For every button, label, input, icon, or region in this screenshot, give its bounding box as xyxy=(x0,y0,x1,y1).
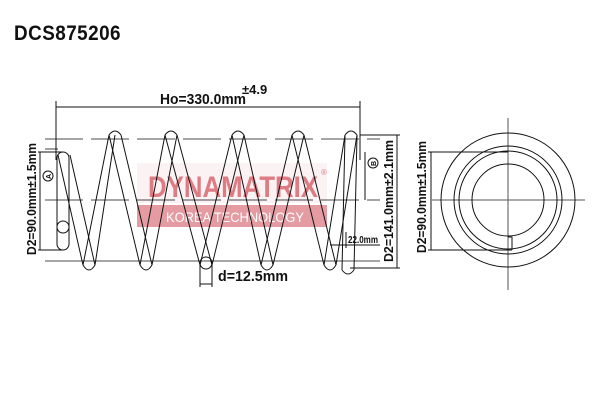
spring-side-view xyxy=(56,130,358,275)
wire-diameter-label: d=12.5mm xyxy=(218,268,288,285)
wire-diameter-dimension xyxy=(199,263,213,287)
svg-text:B: B xyxy=(371,161,378,166)
free-length-label: Ho=330.0mm xyxy=(160,91,246,108)
right-diameter-dimension xyxy=(350,134,400,269)
marker-b: B xyxy=(367,157,379,169)
left-diameter-dimension xyxy=(38,151,62,251)
watermark-brand: DYNAMATRIX xyxy=(148,171,318,204)
end-offset-dimension xyxy=(330,232,380,248)
marker-a: A xyxy=(42,170,54,182)
free-length-dimension xyxy=(55,101,361,160)
watermark-registered: ® xyxy=(321,168,327,177)
svg-text:A: A xyxy=(46,174,53,179)
free-length-tolerance: ±4.9 xyxy=(242,82,267,97)
right-diameter-label: D2=141.0mm±2.1mm xyxy=(381,140,396,262)
part-number-title: DCS875206 xyxy=(14,22,122,45)
construction-lines xyxy=(45,138,380,262)
left-diameter-label: D2=90.0mm±1.5mm xyxy=(24,143,39,255)
end-offset-label: 22.0mm xyxy=(348,235,378,246)
spring-end-view xyxy=(428,118,585,290)
end-view-diameter-label: D2=90.0mm±1.5mm xyxy=(414,141,429,253)
